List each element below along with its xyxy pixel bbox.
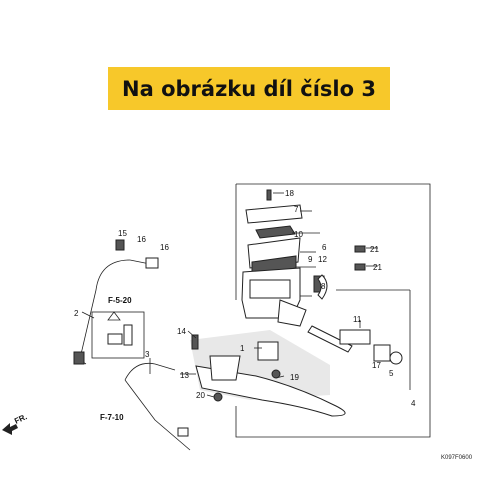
callout-15: 15	[118, 229, 127, 238]
front-arrow-icon: FR.	[2, 412, 29, 435]
front-indicator-text: FR.	[13, 412, 28, 426]
master-cylinder	[241, 267, 328, 327]
callout-1: 1	[240, 344, 245, 353]
bolt-21-upper	[354, 245, 366, 253]
callout-20: 20	[196, 391, 205, 400]
callout-12: 12	[318, 255, 327, 264]
pipe-fitting	[177, 427, 189, 437]
callout-18: 18	[285, 189, 294, 198]
callout-16-left: 16	[137, 235, 146, 244]
reference-f-7-10: F-7-10	[100, 413, 124, 422]
bolt-21-lower	[354, 263, 366, 271]
assembly-box	[235, 183, 431, 438]
callout-9: 9	[308, 255, 313, 264]
callout-4: 4	[411, 399, 416, 408]
bolt-15	[115, 239, 125, 251]
callout-16-right: 16	[160, 243, 169, 252]
callout-7: 7	[294, 205, 299, 214]
brake-lever	[191, 334, 346, 417]
callout-labels: 1 2 3 4 5 6 7 8 9 10 11 12 13 14 15 16 1…	[74, 189, 416, 408]
push-rod	[307, 325, 403, 365]
callout-21-upper: 21	[370, 245, 379, 254]
callout-8: 8	[321, 282, 326, 291]
callout-21-lower: 21	[373, 263, 382, 272]
f-5-20-parts	[91, 311, 145, 359]
brake-pipe	[124, 362, 191, 451]
callout-11: 11	[353, 315, 362, 324]
diagram-code: K097F0600	[441, 455, 473, 461]
title-text: Na obrázku díl číslo 3	[122, 76, 376, 101]
washer-16	[145, 257, 159, 269]
callout-13: 13	[180, 371, 189, 380]
callout-2: 2	[74, 309, 79, 318]
callout-6: 6	[322, 243, 327, 252]
title-banner: Na obrázku díl číslo 3	[108, 67, 390, 110]
callout-19: 19	[290, 373, 299, 382]
leader-lines	[81, 192, 378, 398]
callout-10: 10	[294, 230, 303, 239]
callout-5: 5	[389, 369, 394, 378]
reference-f-5-20: F-5-20	[108, 296, 132, 305]
hose-fitting	[73, 351, 85, 365]
callout-3: 3	[145, 350, 150, 359]
callout-17: 17	[372, 361, 381, 370]
callout-14: 14	[177, 327, 186, 336]
